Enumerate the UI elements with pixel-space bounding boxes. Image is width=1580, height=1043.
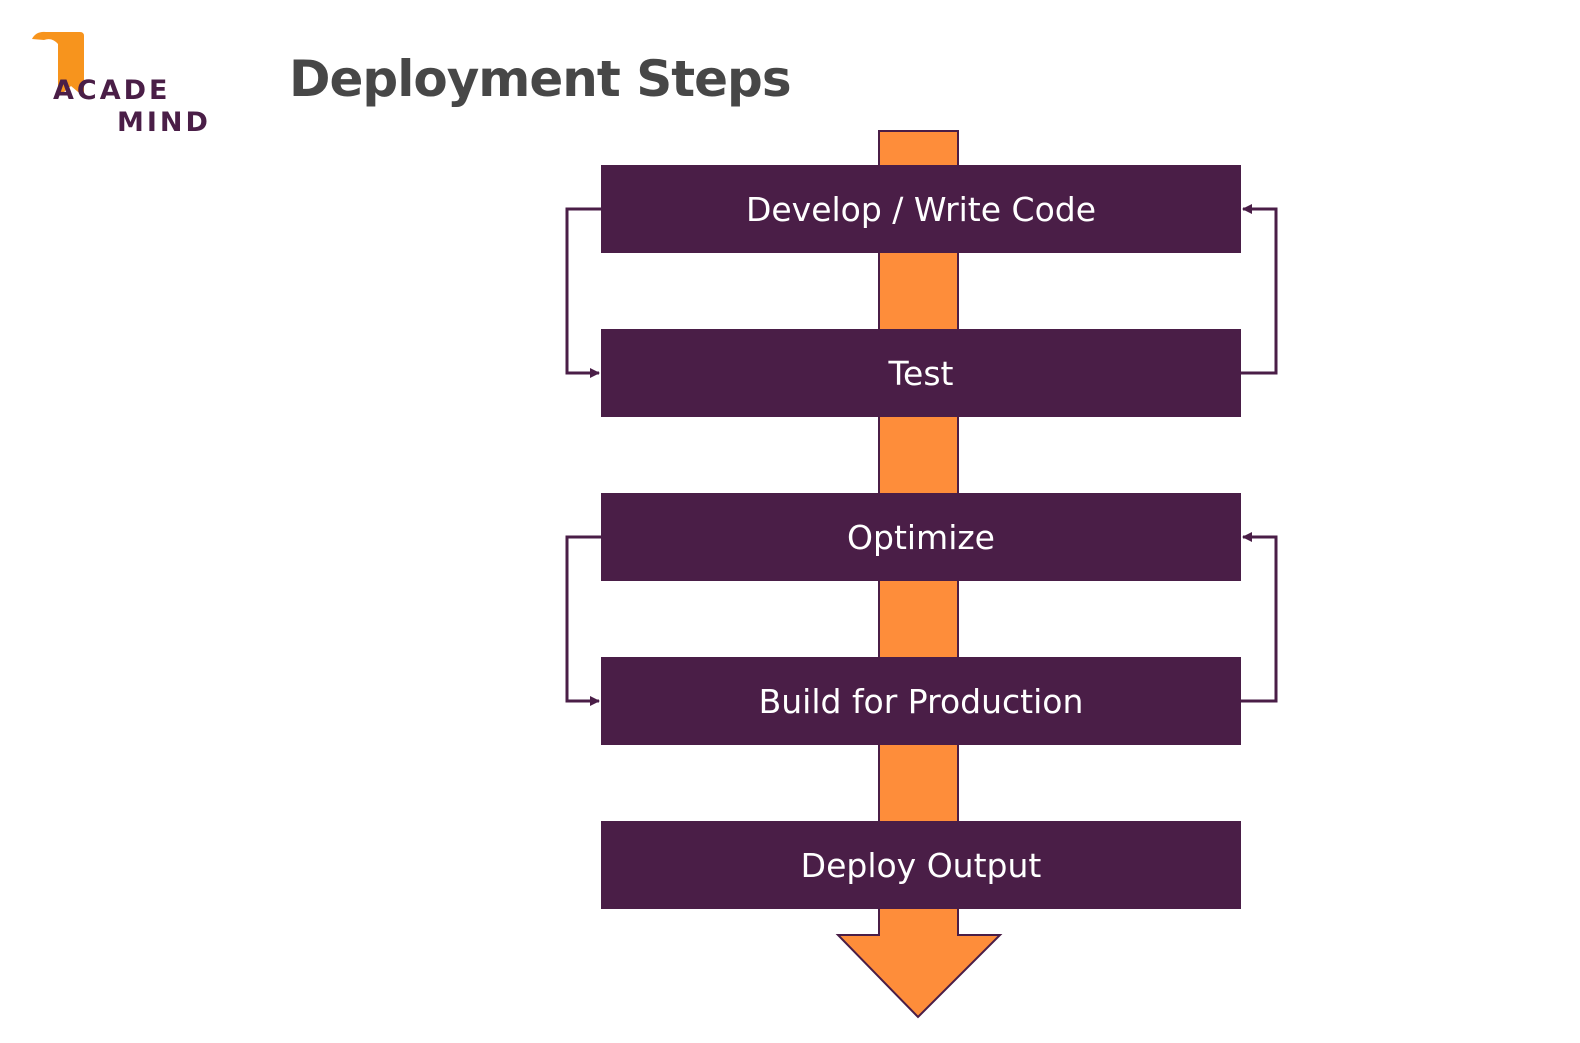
logo-text-line1: ACADE — [53, 75, 170, 106]
loop-arrow-left-1 — [565, 207, 601, 378]
step-label: Build for Production — [759, 682, 1084, 721]
step-box — [601, 657, 1241, 745]
step-build-for-production: Build for Production — [601, 657, 1241, 745]
step-label: Deploy Output — [801, 846, 1042, 885]
step-box — [601, 329, 1241, 417]
logo-bookmark-icon — [32, 31, 84, 98]
slide-title: Deployment Steps — [289, 50, 792, 108]
step-box — [601, 493, 1241, 581]
step-box — [601, 821, 1241, 909]
step-develop-write-code: Develop / Write Code — [601, 165, 1241, 253]
step-optimize: Optimize — [601, 493, 1241, 581]
loop-arrow-left-3 — [565, 535, 601, 706]
step-test: Test — [601, 329, 1241, 417]
step-label: Develop / Write Code — [746, 190, 1096, 229]
loop-arrow-right-2 — [1241, 204, 1278, 375]
academind-logo: ACADE MIND — [32, 31, 211, 138]
step-box — [601, 165, 1241, 253]
step-label: Test — [888, 354, 954, 393]
logo-text-line2: MIND — [117, 107, 211, 138]
loop-arrow-right-4 — [1241, 532, 1278, 703]
step-label: Optimize — [847, 518, 995, 557]
step-deploy-output: Deploy Output — [601, 821, 1241, 909]
feedback-loops — [565, 204, 1278, 706]
